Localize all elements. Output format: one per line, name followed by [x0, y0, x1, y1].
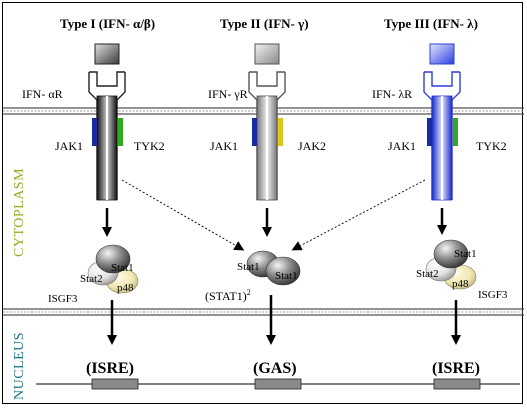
stat2-label-left: Stat2 [80, 273, 103, 285]
p48-label-left: p48 [117, 282, 134, 294]
type-1-title: Type I (IFN- α/β) [60, 16, 155, 31]
tyk2-label-1: TYK2 [134, 139, 165, 153]
isre-label-right: (ISRE) [432, 360, 480, 377]
stat1-dimer-label: (STAT1)2 [205, 288, 251, 303]
receptor-3-extracellular [424, 71, 460, 87]
nuclear-membrane [3, 308, 524, 316]
isgf3-complex-left: Stat1 Stat2 p48 ISGF3 [48, 244, 139, 305]
type-2-title: Type II (IFN- γ) [220, 16, 309, 31]
dotted-arrow-type3-to-stat1 [291, 179, 426, 251]
diagram-frame [2, 2, 523, 404]
stat1-dimer-superscript: 2 [247, 288, 251, 297]
cytoplasm-label: CYTOPLASM [12, 168, 27, 257]
type-3-title: Type III (IFN- λ) [384, 16, 478, 31]
stat1-sphere-right [433, 239, 469, 269]
jak2-kinase-2 [278, 118, 283, 146]
stat1-label-right: Stat1 [454, 248, 477, 260]
jak1-kinase-3 [427, 118, 432, 146]
signal-arrows [102, 179, 461, 345]
nucleus-label: NUCLEUS [12, 332, 27, 400]
isre-box-right [433, 378, 481, 390]
receptor-type-1: Type I (IFN- α/β) IFN- αR JAK1 TYK2 [22, 16, 165, 201]
stat1-sphere-b [265, 256, 301, 286]
stat1-dimer-complex: Stat1 Stat1 (STAT1)2 [205, 250, 301, 303]
receptor-1-label: IFN- αR [22, 87, 63, 101]
tyk2-kinase-1 [118, 118, 123, 146]
receptor-type-3: Type III (IFN- λ) IFN- λR JAK1 TYK2 [372, 16, 507, 201]
ifn-gamma-ligand [254, 43, 280, 65]
jak2-label-2: JAK2 [298, 139, 326, 153]
receptor-3-divider [441, 96, 443, 200]
isgf3-label-left: ISGF3 [48, 293, 78, 305]
isgf3-label-right: ISGF3 [478, 289, 508, 301]
stat1-dimer-name: (STAT1) [205, 289, 247, 303]
receptor-1-divider [106, 96, 108, 200]
dotted-arrow-type1-to-stat1 [121, 179, 245, 251]
stat1-label-left: Stat1 [111, 262, 134, 274]
stat1-label-b: Stat1 [275, 270, 298, 282]
receptor-3-label: IFN- λR [372, 87, 412, 101]
stat1-label-a: Stat1 [237, 261, 260, 273]
receptor-2-extracellular [249, 71, 285, 87]
receptor-2-divider [266, 96, 268, 200]
ifn-lambda-ligand [429, 43, 455, 65]
jak1-label-3: JAK1 [388, 139, 416, 153]
p48-label-right: p48 [452, 278, 469, 290]
ifn-alpha-beta-ligand [94, 43, 120, 65]
isre-label-left: (ISRE) [86, 360, 134, 377]
receptor-type-2: Type II (IFN- γ) IFN- γR JAK1 JAK2 [208, 16, 326, 201]
isre-box-left [91, 378, 139, 390]
jak1-label-2: JAK1 [210, 139, 238, 153]
isgf3-complex-right: Stat1 Stat2 p48 ISGF3 [416, 239, 508, 301]
receptor-1-extracellular [89, 71, 125, 87]
jak1-kinase-2 [252, 118, 257, 146]
tyk2-label-3: TYK2 [476, 139, 507, 153]
stat2-label-right: Stat2 [416, 268, 439, 280]
jak1-kinase-1 [92, 118, 97, 146]
gas-box [254, 378, 302, 390]
tyk2-kinase-3 [453, 118, 458, 146]
jak1-label-1: JAK1 [55, 139, 83, 153]
stat1-sphere-left [95, 244, 131, 274]
dna-track: (ISRE) (GAS) (ISRE) [36, 360, 520, 390]
gas-label: (GAS) [253, 360, 297, 377]
receptor-2-label: IFN- γR [208, 87, 248, 101]
